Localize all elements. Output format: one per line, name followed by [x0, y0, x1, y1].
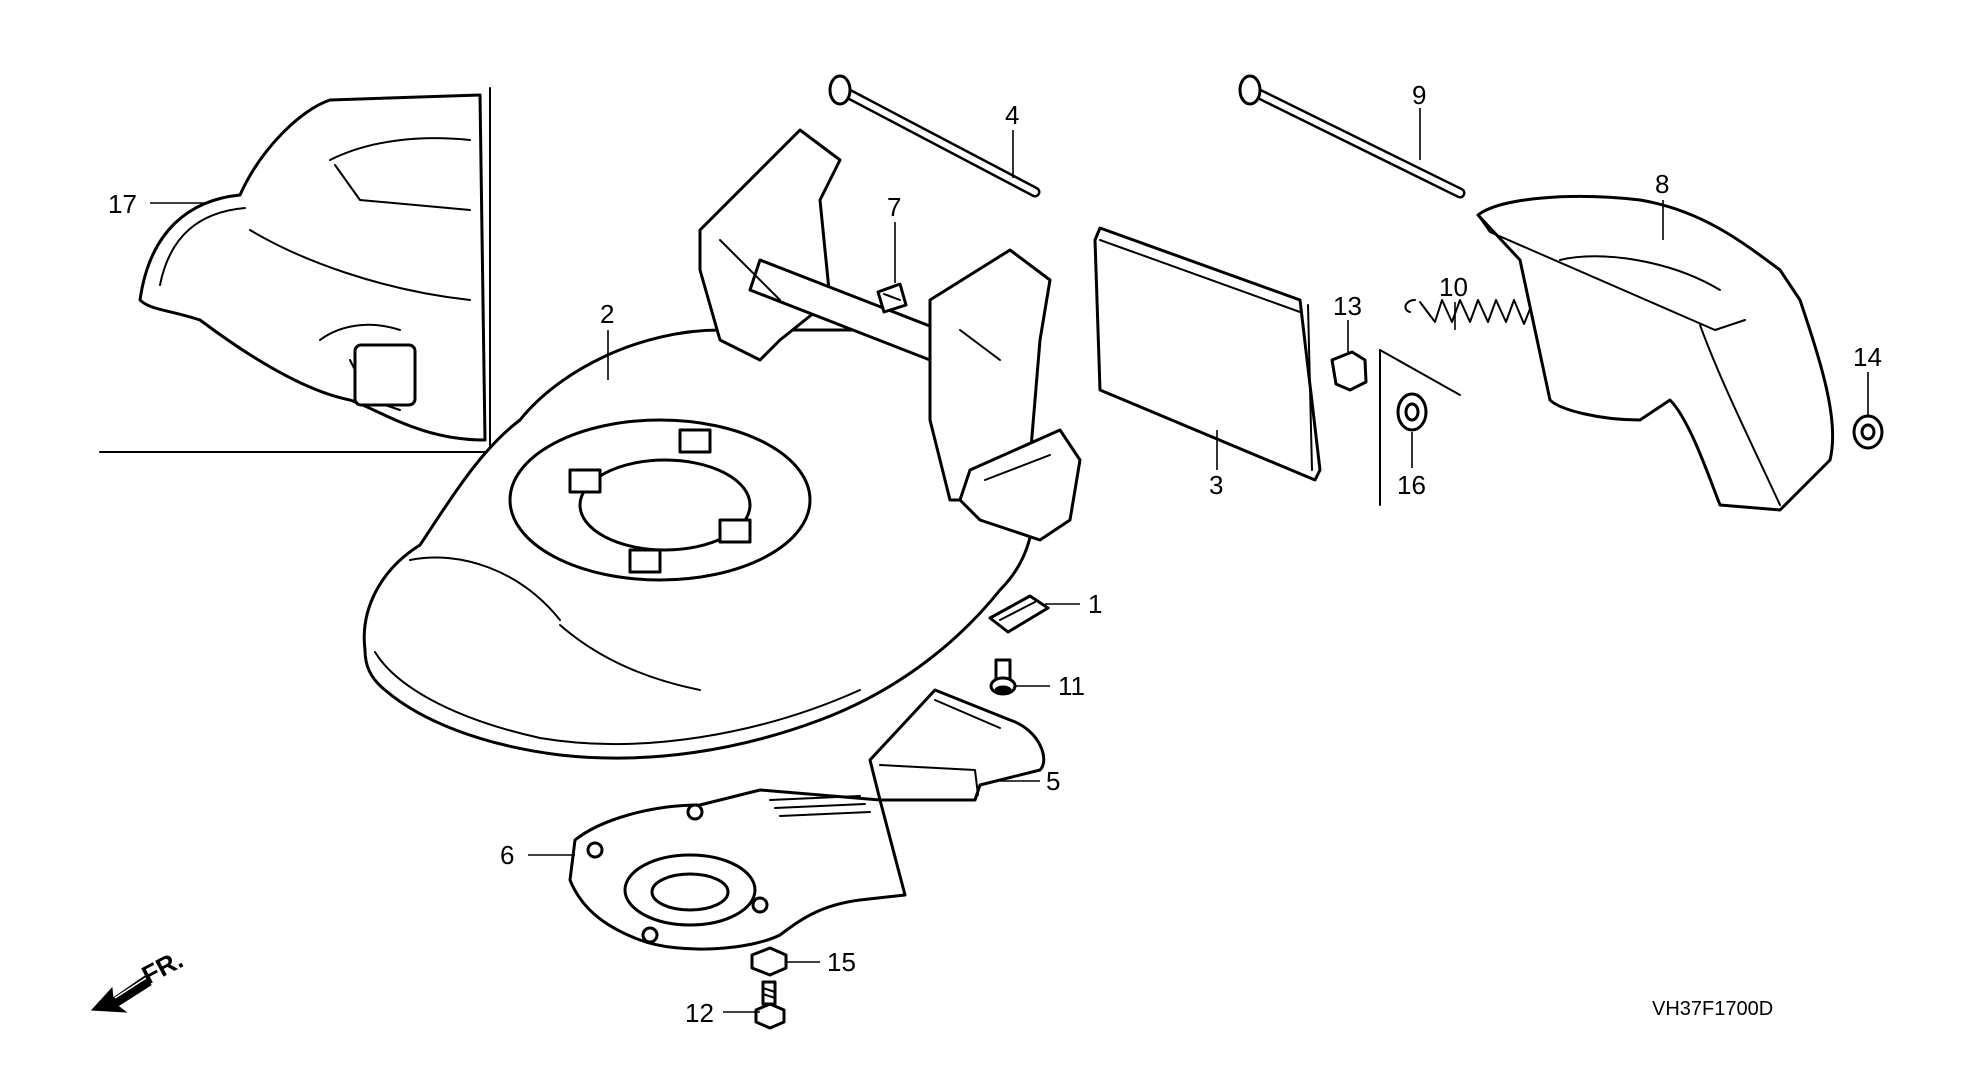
callout-1: 1	[1088, 589, 1102, 619]
bolt-11	[989, 658, 1017, 696]
callout-12: 12	[685, 998, 714, 1028]
collar-13	[1330, 350, 1368, 392]
clip-1	[988, 594, 1050, 634]
callout-11: 11	[1058, 671, 1085, 701]
blade-shield-6	[568, 788, 907, 951]
front-arrow: FR.	[90, 944, 188, 1013]
washer-16	[1396, 392, 1428, 432]
callout-14: 14	[1853, 342, 1882, 372]
callout-9: 9	[1412, 80, 1426, 110]
callout-5: 5	[1046, 766, 1060, 796]
callout-3: 3	[1209, 470, 1223, 500]
callout-8: 8	[1655, 169, 1669, 199]
callout-16: 16	[1397, 470, 1426, 500]
nut-7	[876, 282, 908, 314]
nut-15	[750, 946, 788, 977]
callout-6: 6	[500, 840, 514, 870]
callout-10: 10	[1439, 272, 1468, 302]
rear-flap-3	[1093, 226, 1322, 482]
leader-lines	[150, 108, 1869, 1013]
diagram-code: VH37F1700D	[1652, 998, 1773, 1020]
nut-14	[1852, 414, 1884, 450]
guide-5	[868, 688, 1046, 802]
callout-2: 2	[600, 299, 614, 329]
callout-17: 17	[108, 189, 137, 219]
callout-7: 7	[887, 192, 901, 222]
mower-deck	[362, 128, 1082, 760]
inset-detail	[99, 87, 491, 453]
rod-9	[1238, 74, 1466, 199]
rear-cover-8	[1476, 195, 1835, 512]
callout-13: 13	[1333, 291, 1362, 321]
rod-4	[828, 74, 1041, 198]
callout-15: 15	[827, 947, 856, 977]
bolt-12	[754, 980, 786, 1030]
callout-4: 4	[1005, 100, 1019, 130]
